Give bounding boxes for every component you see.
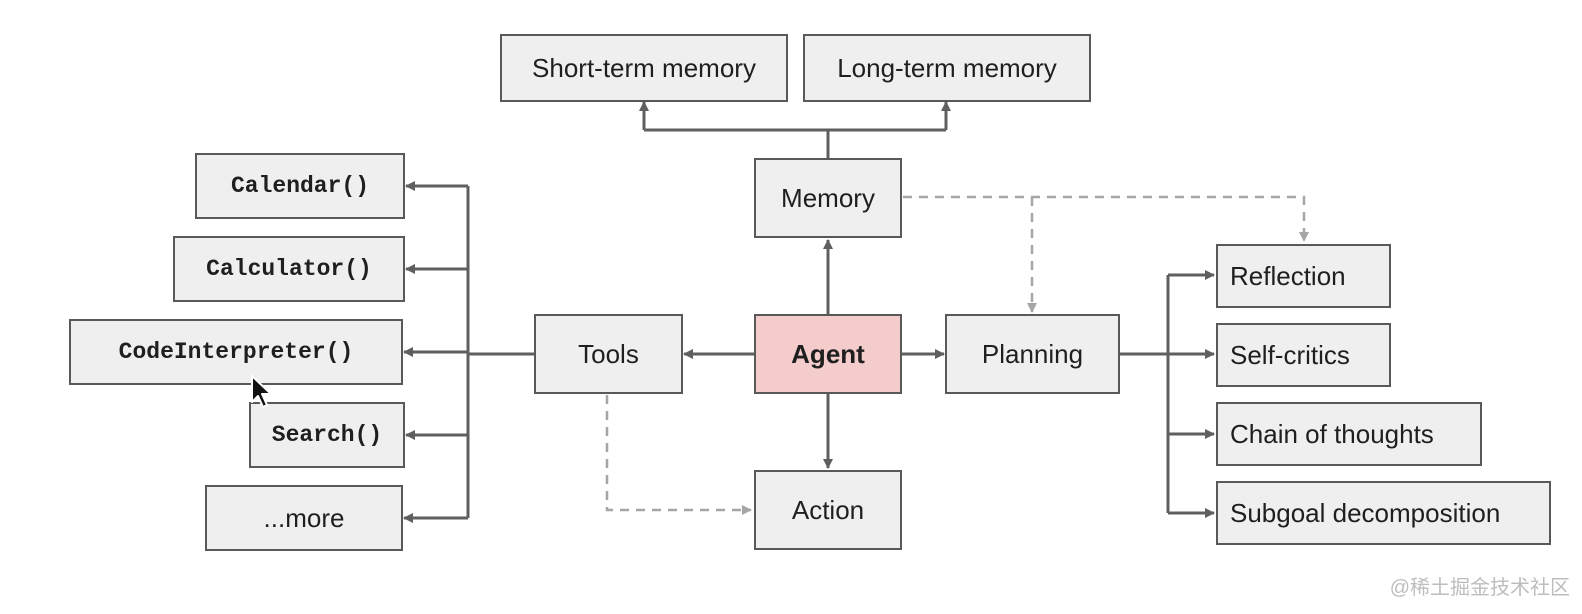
planning-label: Planning xyxy=(981,338,1084,369)
search-label: Search() xyxy=(271,422,383,448)
tools-node: Tools xyxy=(534,314,683,394)
calendar-node: Calendar() xyxy=(195,153,405,219)
calculator-label: Calculator() xyxy=(206,256,372,282)
planning-node: Planning xyxy=(945,314,1120,394)
memory-label: Memory xyxy=(781,182,875,213)
long-term-memory-label: Long-term memory xyxy=(837,52,1057,83)
chain-of-thoughts-node: Chain of thoughts xyxy=(1216,402,1482,466)
agent-node: Agent xyxy=(754,314,902,394)
action-node: Action xyxy=(754,470,902,550)
tools-label: Tools xyxy=(578,338,639,369)
agent-label: Agent xyxy=(791,338,865,369)
more-node: ...more xyxy=(205,485,403,551)
more-label: ...more xyxy=(263,502,345,533)
subgoal-decomposition-label: Subgoal decomposition xyxy=(1230,497,1501,528)
long-term-memory-node: Long-term memory xyxy=(803,34,1091,102)
edge-memory-reflection-dashed xyxy=(903,195,1309,242)
short-term-memory-node: Short-term memory xyxy=(500,34,788,102)
mouse-pointer-icon xyxy=(251,375,272,408)
reflection-node: Reflection xyxy=(1216,244,1391,308)
calendar-label: Calendar() xyxy=(230,173,370,199)
watermark: @稀土掘金技术社区 xyxy=(1389,577,1570,599)
search-node: Search() xyxy=(249,402,405,468)
code-interpreter-label: CodeInterpreter() xyxy=(118,339,354,365)
subgoal-decomposition-node: Subgoal decomposition xyxy=(1216,481,1551,545)
self-critics-label: Self-critics xyxy=(1230,339,1350,370)
calculator-node: Calculator() xyxy=(173,236,405,302)
short-term-memory-label: Short-term memory xyxy=(532,52,756,83)
action-label: Action xyxy=(791,494,865,525)
chain-of-thoughts-label: Chain of thoughts xyxy=(1230,418,1434,449)
code-interpreter-node: CodeInterpreter() xyxy=(69,319,403,385)
edge-tools-action-dashed xyxy=(605,395,752,515)
reflection-label: Reflection xyxy=(1230,260,1346,291)
memory-node: Memory xyxy=(754,158,902,238)
self-critics-node: Self-critics xyxy=(1216,323,1391,387)
